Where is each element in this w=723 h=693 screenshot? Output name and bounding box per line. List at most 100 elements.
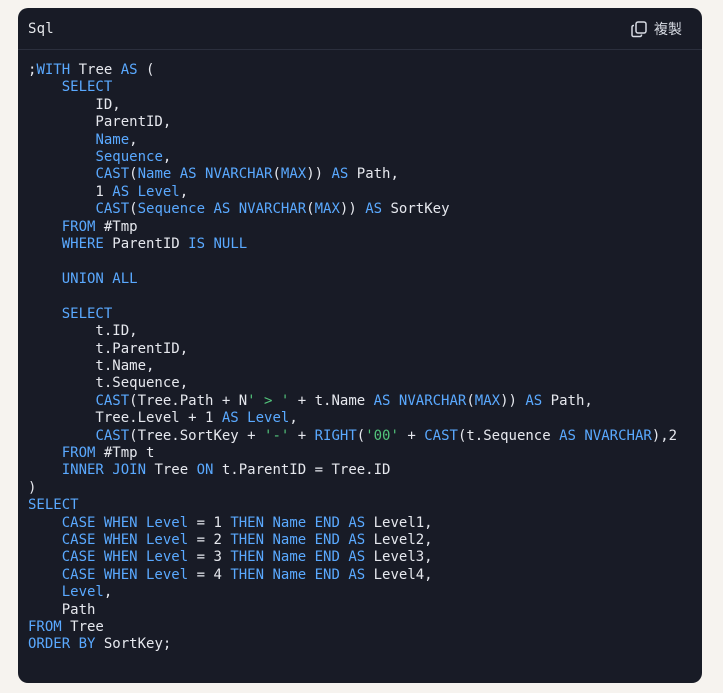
- code-line: Level,: [28, 584, 113, 601]
- copy-label: 複製: [654, 21, 682, 38]
- sql-text: SortKey: [382, 201, 450, 218]
- sql-keyword: Name AS NVARCHAR: [137, 166, 273, 183]
- code-line: Name,: [28, 131, 138, 148]
- code-line: Sequence,: [28, 149, 171, 165]
- sql-text: ID,: [28, 96, 121, 113]
- sql-keyword: CASE WHEN Level: [61, 566, 189, 583]
- sql-text: #Tmp: [95, 218, 138, 235]
- sql-keyword: AS NVARCHAR: [559, 427, 652, 444]
- code-line: UNION ALL: [28, 271, 138, 287]
- language-label: Sql: [28, 20, 54, 37]
- sql-text: Tree: [146, 462, 197, 479]
- sql-keyword: ORDER BY: [28, 636, 96, 653]
- sql-text: [28, 532, 62, 548]
- sql-keyword: Name: [95, 131, 130, 148]
- sql-text: )): [306, 166, 332, 183]
- sql-text: [28, 149, 95, 165]
- sql-keyword: AS Level: [112, 183, 180, 200]
- sql-text: ,: [129, 131, 138, 148]
- sql-keyword: CAST: [95, 427, 130, 444]
- sql-text: [28, 549, 62, 565]
- sql-text: (: [129, 201, 138, 218]
- sql-text: = 2: [188, 531, 231, 548]
- sql-keyword: AS Level: [221, 410, 290, 427]
- sql-keyword: THEN Name END AS: [230, 566, 366, 583]
- sql-keyword: ON: [196, 462, 214, 479]
- sql-text: = 1: [188, 514, 231, 531]
- sql-text: [28, 219, 62, 235]
- sql-text: t.Sequence,: [28, 375, 189, 392]
- sql-text: ): [28, 479, 37, 496]
- code-line: t.Name,: [28, 358, 154, 374]
- sql-text: t.ParentID = Tree.ID: [213, 462, 391, 479]
- sql-keyword: RIGHT: [314, 427, 357, 444]
- sql-keyword: SELECT: [61, 305, 113, 322]
- sql-keyword: MAX: [314, 201, 340, 218]
- sql-keyword: AS: [120, 62, 138, 78]
- sql-text: Level1,: [365, 514, 433, 531]
- sql-keyword: INNER JOIN: [61, 462, 147, 479]
- code-line: SELECT: [28, 497, 79, 513]
- sql-keyword: SELECT: [61, 79, 113, 96]
- sql-text: = 4: [188, 566, 231, 583]
- sql-keyword: MAX: [474, 392, 501, 409]
- sql-text: Tree: [61, 619, 104, 635]
- code-line: FROM #Tmp: [28, 219, 138, 235]
- sql-keyword: CASE WHEN Level: [61, 514, 189, 531]
- sql-keyword: AS: [365, 201, 383, 218]
- sql-string: ' > ': [247, 392, 290, 409]
- sql-text: )): [339, 201, 366, 218]
- code-line: ): [28, 480, 36, 496]
- code-line: Tree.Level + 1 AS Level,: [28, 410, 298, 427]
- code-line: INNER JOIN Tree ON t.ParentID = Tree.ID: [28, 462, 391, 479]
- sql-text: (t.Sequence: [457, 427, 560, 444]
- sql-text: t.Name,: [28, 357, 155, 374]
- code-line: 1 AS Level,: [28, 184, 188, 200]
- code-line: Path: [28, 601, 96, 618]
- code-line: ORDER BY SortKey;: [28, 636, 171, 652]
- code-line: SELECT: [28, 79, 113, 96]
- sql-keyword: IS NULL: [188, 236, 248, 253]
- sql-text: ,: [289, 410, 298, 427]
- sql-text: t.ParentID,: [28, 340, 189, 357]
- copy-button[interactable]: 複製: [630, 19, 682, 39]
- sql-text: [28, 132, 95, 148]
- sql-code[interactable]: ;WITH Tree AS ( SELECT ID, ParentID, Nam…: [18, 50, 702, 682]
- sql-keyword: Sequence AS NVARCHAR: [137, 201, 307, 218]
- sql-text: (: [129, 166, 138, 183]
- sql-text: Path: [28, 601, 96, 618]
- sql-text: Path,: [348, 166, 399, 183]
- sql-text: [28, 201, 95, 217]
- sql-text: 1: [28, 183, 113, 200]
- code-line: CASE WHEN Level = 3 THEN Name END AS Lev…: [28, 549, 433, 565]
- sql-text: [28, 306, 62, 322]
- sql-text: +: [289, 427, 315, 444]
- sql-text: Tree.Level + 1: [28, 410, 222, 427]
- sql-keyword: CAST: [95, 166, 130, 183]
- sql-text: Path,: [542, 392, 593, 409]
- sql-keyword: THEN Name END AS: [230, 531, 366, 548]
- sql-keyword: UNION ALL: [61, 270, 138, 287]
- sql-text: #Tmp t: [95, 444, 155, 461]
- sql-text: [28, 236, 62, 252]
- sql-keyword: FROM: [28, 619, 62, 635]
- sql-text: Level3,: [365, 549, 433, 566]
- sql-text: [28, 567, 62, 583]
- sql-keyword: Level: [61, 584, 104, 601]
- sql-keyword: THEN Name END AS: [230, 514, 366, 531]
- code-line: CAST(Name AS NVARCHAR(MAX)) AS Path,: [28, 166, 399, 183]
- sql-text: [28, 79, 62, 95]
- sql-text: [28, 462, 62, 478]
- sql-text: +: [398, 427, 425, 444]
- sql-text: SortKey;: [95, 636, 172, 653]
- copy-icon: [630, 20, 648, 38]
- sql-text: [28, 445, 62, 461]
- sql-text: Tree: [70, 62, 121, 78]
- code-line: ParentID,: [28, 114, 171, 130]
- sql-text: )): [500, 392, 526, 409]
- code-line: ID,: [28, 96, 121, 113]
- sql-text: + t.Name: [289, 392, 374, 409]
- sql-keyword: AS NVARCHAR: [373, 392, 467, 409]
- sql-text: [28, 515, 62, 531]
- sql-text: ,: [103, 584, 113, 601]
